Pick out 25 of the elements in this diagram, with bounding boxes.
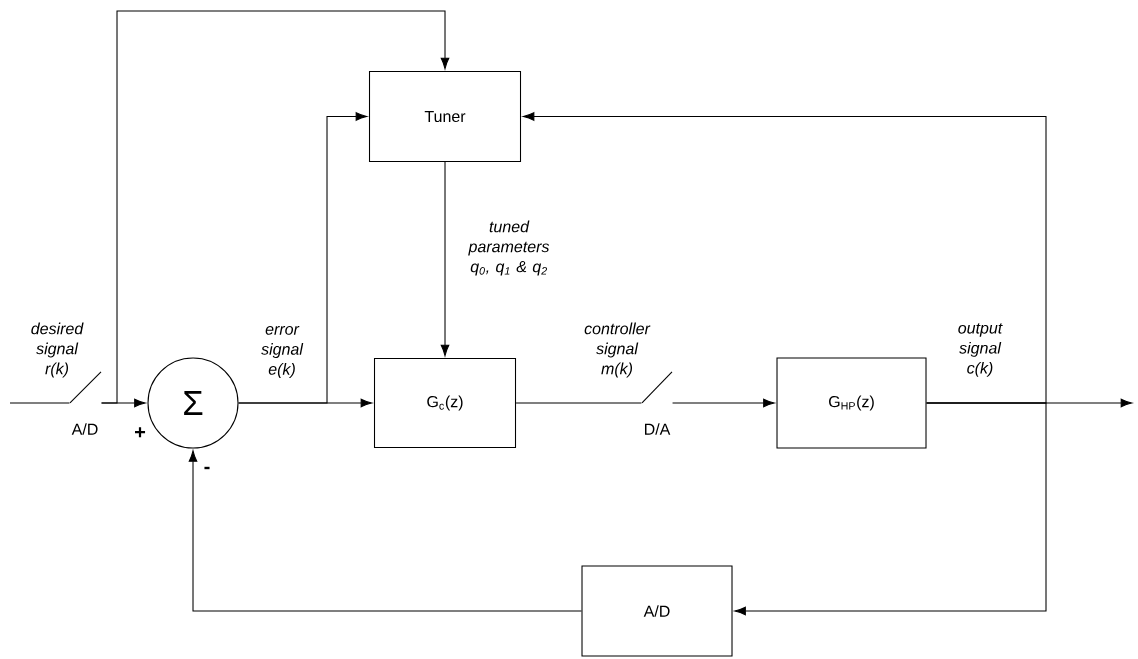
arrow: [440, 161, 450, 357]
signal-label: controller signal m(k): [579, 321, 655, 379]
signal-label: error signal e(k): [253, 324, 311, 380]
block-box: Tuner: [368, 70, 522, 163]
signal-label: tuned parameters q$_{0}$, q$_{1}$ & q$_{2}$: [450, 219, 568, 277]
connector-line: [9, 402, 70, 404]
arrow: [734, 402, 1047, 616]
signal-label: desired signal r(k): [26, 321, 88, 379]
block-box: A/D: [581, 565, 733, 657]
signal-label: output signal c(k): [949, 321, 1011, 379]
block-box: G$_{HP}$(z): [776, 357, 927, 449]
sign-label: -: [204, 466, 210, 470]
block-box: G$_{c}$(z): [373, 357, 517, 449]
connector-line: [515, 402, 642, 404]
summing-junction: Σ: [147, 357, 239, 449]
arrow: [522, 112, 1047, 404]
switch-drawing: [641, 371, 673, 404]
arrow: [238, 112, 368, 404]
switch-drawing: [69, 371, 102, 404]
sign-label: +: [135, 427, 146, 438]
arrow: [672, 398, 775, 408]
arrow: [188, 450, 582, 612]
switch-label: D/A: [645, 423, 671, 435]
switch-label: A/D: [71, 423, 98, 435]
arrow: [101, 10, 450, 404]
